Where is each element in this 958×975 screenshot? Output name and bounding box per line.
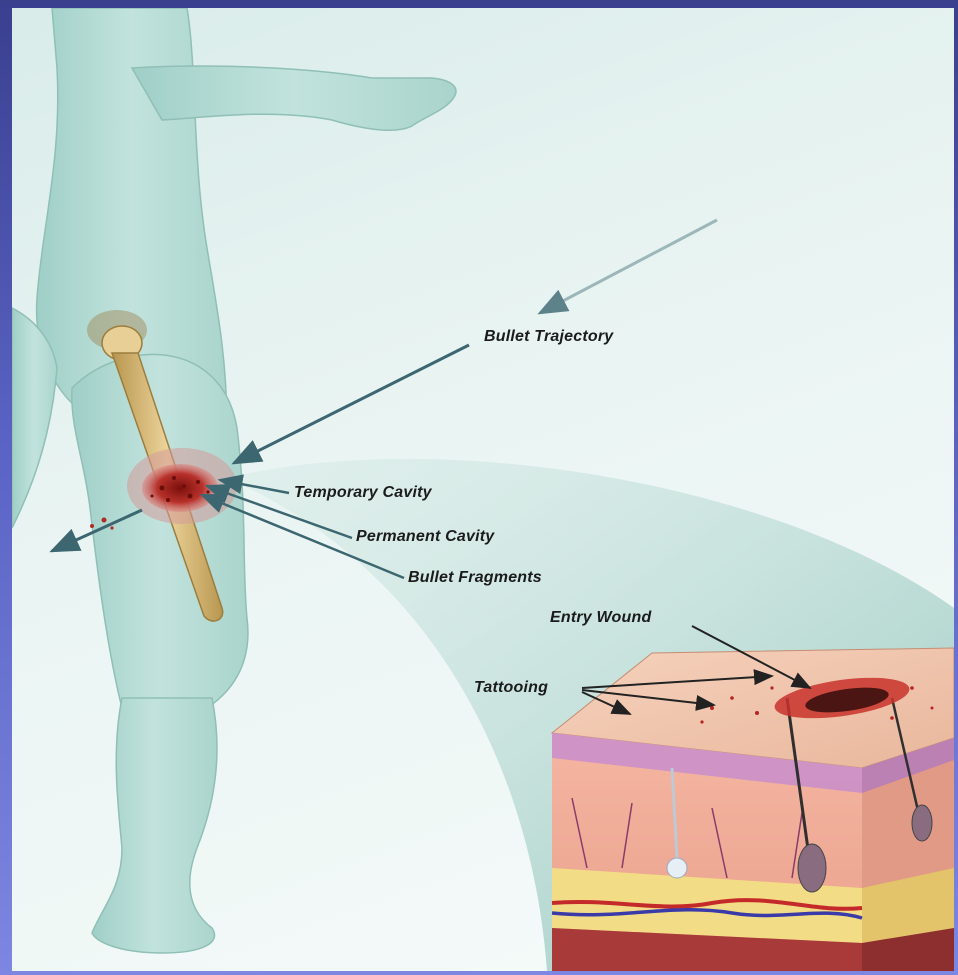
tattooing-label: Tattooing xyxy=(474,679,548,697)
bullet-fragments-label: Bullet Fragments xyxy=(408,569,542,587)
skin-cross-section xyxy=(552,648,954,971)
illustration-svg xyxy=(12,8,954,971)
entry-wound-label: Entry Wound xyxy=(550,609,651,627)
bullet-trajectory-label: Bullet Trajectory xyxy=(484,328,613,346)
gunshot-wound-illustration: Bullet Trajectory Temporary Cavity Perma… xyxy=(12,8,954,971)
temporary-cavity-label: Temporary Cavity xyxy=(294,484,432,502)
permanent-cavity-label: Permanent Cavity xyxy=(356,528,494,546)
